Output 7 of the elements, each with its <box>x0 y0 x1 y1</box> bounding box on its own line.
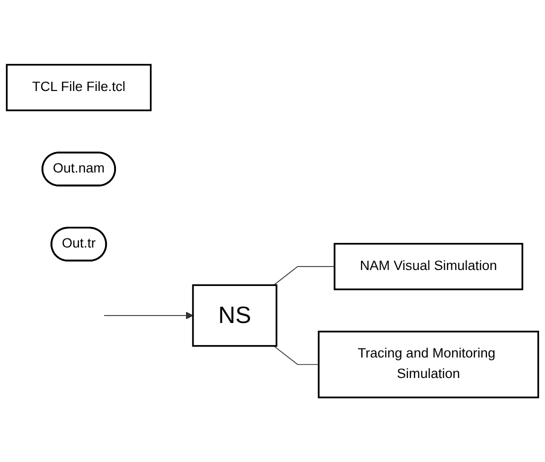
connector <box>273 266 335 286</box>
node-box: Tracing and Monitoring Simulation <box>318 330 540 398</box>
arrow <box>104 312 194 320</box>
node-box: TCL File File.tcl <box>6 64 152 112</box>
node-box: NS <box>192 284 278 347</box>
node-box: NAM Visual Simulation <box>334 242 524 290</box>
connector <box>273 345 320 365</box>
